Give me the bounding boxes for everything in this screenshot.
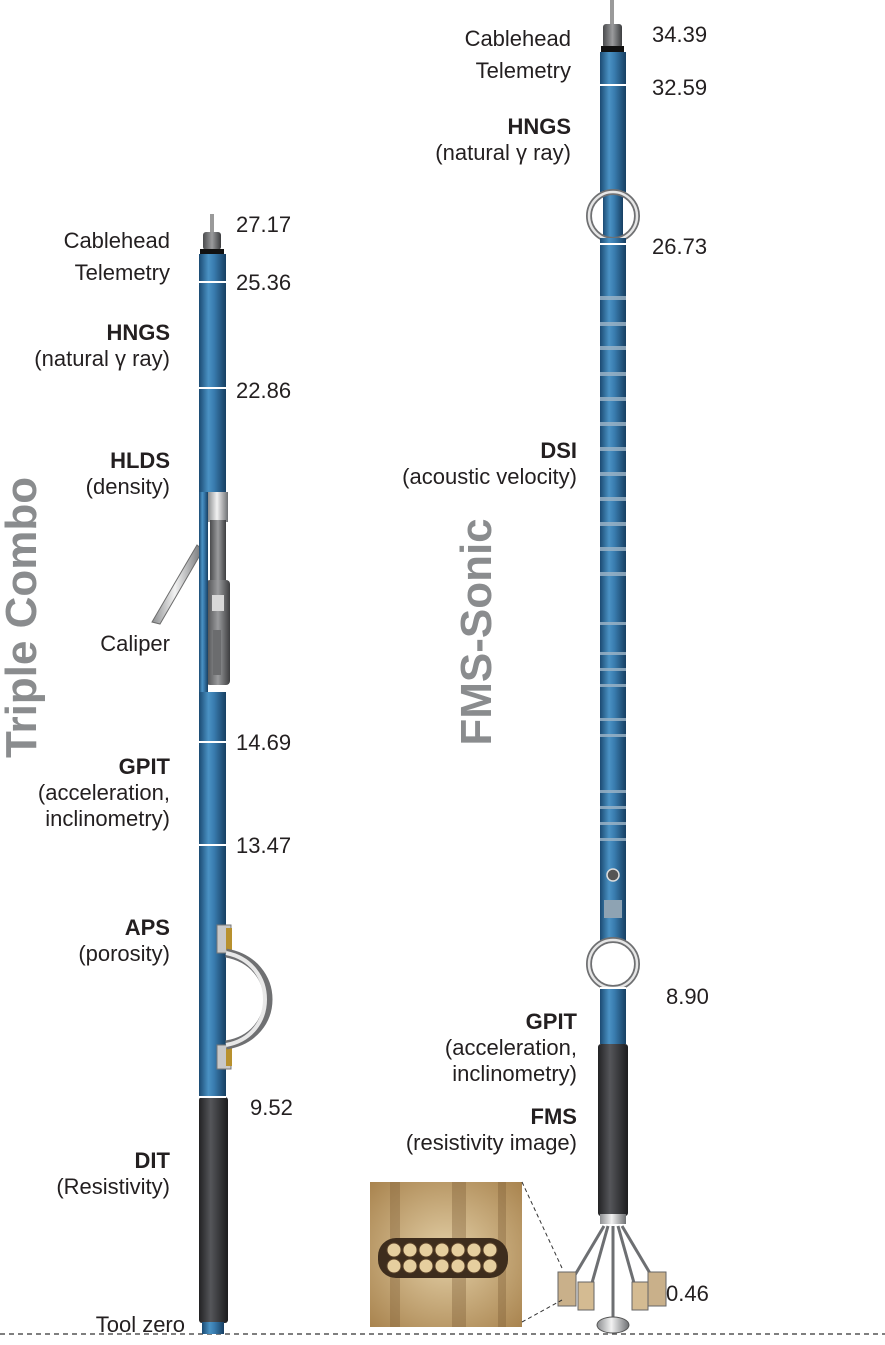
triple-label-dit: DIT (Resistivity) — [56, 1148, 170, 1199]
fms-image-inset — [370, 1181, 563, 1327]
fms-joints — [600, 84, 626, 989]
fms-depth: 32.59 — [652, 75, 708, 100]
fms-label-gpit: GPIT (acceleration, inclinometry) — [444, 1009, 577, 1086]
caliper-arm — [151, 544, 204, 625]
triple-depth: 9.52 — [250, 1095, 293, 1120]
fms-sonic-string — [557, 0, 667, 1334]
fms-label-cablehead: Cablehead — [464, 26, 571, 51]
fms-pad-array — [570, 1225, 656, 1318]
fms-label-dsi: DSI (acoustic velocity) — [402, 438, 577, 489]
fms-sonic-title: FMS-Sonic — [452, 518, 501, 746]
triple-combo-string — [151, 214, 273, 1334]
tool-zero-label: Tool zero — [95, 1312, 185, 1337]
triple-combo-title: Triple Combo — [0, 476, 46, 758]
triple-label-gpit: GPIT (acceleration, inclinometry) — [37, 754, 170, 831]
triple-depth: 14.69 — [236, 730, 292, 755]
dsi-receiver-bands — [600, 296, 626, 841]
aps-bowspring — [216, 924, 273, 1070]
fms-depth: 8.90 — [666, 984, 709, 1009]
triple-label-caliper: Caliper — [100, 631, 170, 656]
triple-cable — [210, 214, 214, 232]
triple-label-cablehead: Cablehead — [63, 228, 170, 253]
triple-label-hngs: HNGS (natural γ ray) — [34, 320, 170, 371]
triple-middle-body — [199, 692, 226, 1097]
fms-upper-body — [600, 52, 626, 192]
fms-bullnose — [596, 1316, 630, 1334]
triple-depth: 22.86 — [236, 378, 292, 403]
triple-depth: 13.47 — [236, 833, 292, 858]
hlds-caliper-section — [151, 492, 230, 692]
triple-depth: 25.36 — [236, 270, 292, 295]
triple-label-telemetry: Telemetry — [74, 260, 170, 285]
fms-depth: 34.39 — [652, 22, 708, 47]
triple-joints — [199, 281, 226, 1098]
fms-gpit-body — [600, 988, 626, 1044]
triple-depth: 27.17 — [236, 212, 292, 237]
fms-depth: 26.73 — [652, 234, 708, 259]
fms-label-hngs: HNGS (natural γ ray) — [435, 114, 571, 165]
fms-cable — [610, 0, 614, 24]
fms-label-telemetry: Telemetry — [475, 58, 571, 83]
fms-section — [598, 1044, 628, 1216]
triple-cablehead — [203, 232, 221, 250]
triple-label-hlds: HLDS (density) — [85, 448, 170, 499]
fms-cablehead — [603, 24, 622, 48]
dit-section — [199, 1097, 228, 1323]
fms-depth: 0.46 — [666, 1281, 709, 1306]
dsi-section — [600, 238, 626, 943]
triple-label-aps: APS (porosity) — [78, 915, 170, 966]
fms-label-fms: FMS (resistivity image) — [405, 1104, 577, 1155]
triple-upper-body — [199, 254, 226, 492]
